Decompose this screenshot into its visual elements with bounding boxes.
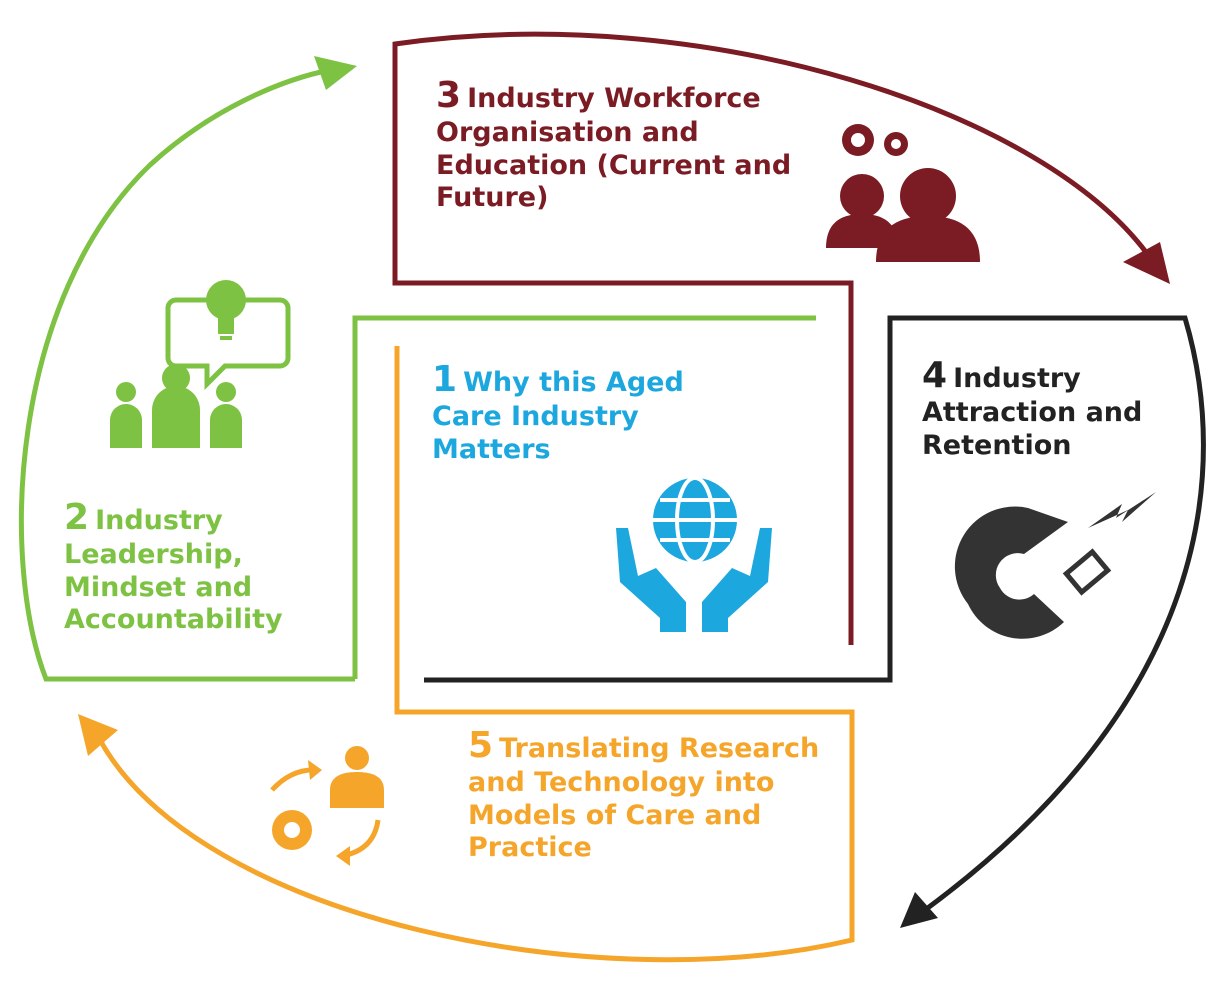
globe-in-hands-icon xyxy=(616,476,772,632)
orange-arrowhead xyxy=(78,714,118,756)
people-gears-icon xyxy=(826,124,980,262)
section-3-line-1: Industry Workforce xyxy=(467,83,761,114)
section-4-line-1: Industry xyxy=(953,363,1081,394)
green-cycle-arc xyxy=(18,67,355,682)
section-3-line-4: Future) xyxy=(436,181,549,213)
section-2-number: 2 xyxy=(64,497,90,538)
maroon-frame xyxy=(392,31,1156,645)
section-3-number: 3 xyxy=(436,75,462,116)
section-4-line-3: Retention xyxy=(922,429,1072,461)
section-2-line-3: Mindset and xyxy=(64,571,253,603)
black-frame xyxy=(424,315,1206,913)
section-2-line-1: Industry xyxy=(95,505,223,536)
section-5-number: 5 xyxy=(468,725,494,766)
section-2-line-2: Leadership, xyxy=(64,539,243,571)
section-3-line-3: Education (Current and xyxy=(436,149,792,181)
magnet-icon xyxy=(954,492,1156,639)
green-arrowhead xyxy=(314,56,357,90)
section-3-line-2: Organisation and xyxy=(436,117,699,149)
team-lightbulb-icon xyxy=(110,280,291,448)
section-4-number: 4 xyxy=(922,355,948,396)
orange-frame xyxy=(97,346,855,963)
section-4-line-2: Attraction and xyxy=(922,397,1143,429)
section-1-line-1: Why this Aged xyxy=(463,367,684,398)
section-1-number: 1 xyxy=(432,359,458,400)
section-5-line-3: Models of Care and xyxy=(468,799,762,831)
section-1-line-3: Matters xyxy=(432,433,551,465)
section-5-line-1: Translating Research xyxy=(499,733,820,764)
black-arrowhead xyxy=(900,892,938,928)
section-5-line-2: and Technology into xyxy=(468,767,775,799)
section-5-line-4: Practice xyxy=(468,831,592,863)
person-gear-cycle-icon xyxy=(270,746,384,866)
section-2-line-4: Accountability xyxy=(64,603,283,635)
section-1-line-2: Care Industry xyxy=(432,401,639,433)
green-frame xyxy=(352,315,816,679)
maroon-arrowhead xyxy=(1123,242,1170,284)
